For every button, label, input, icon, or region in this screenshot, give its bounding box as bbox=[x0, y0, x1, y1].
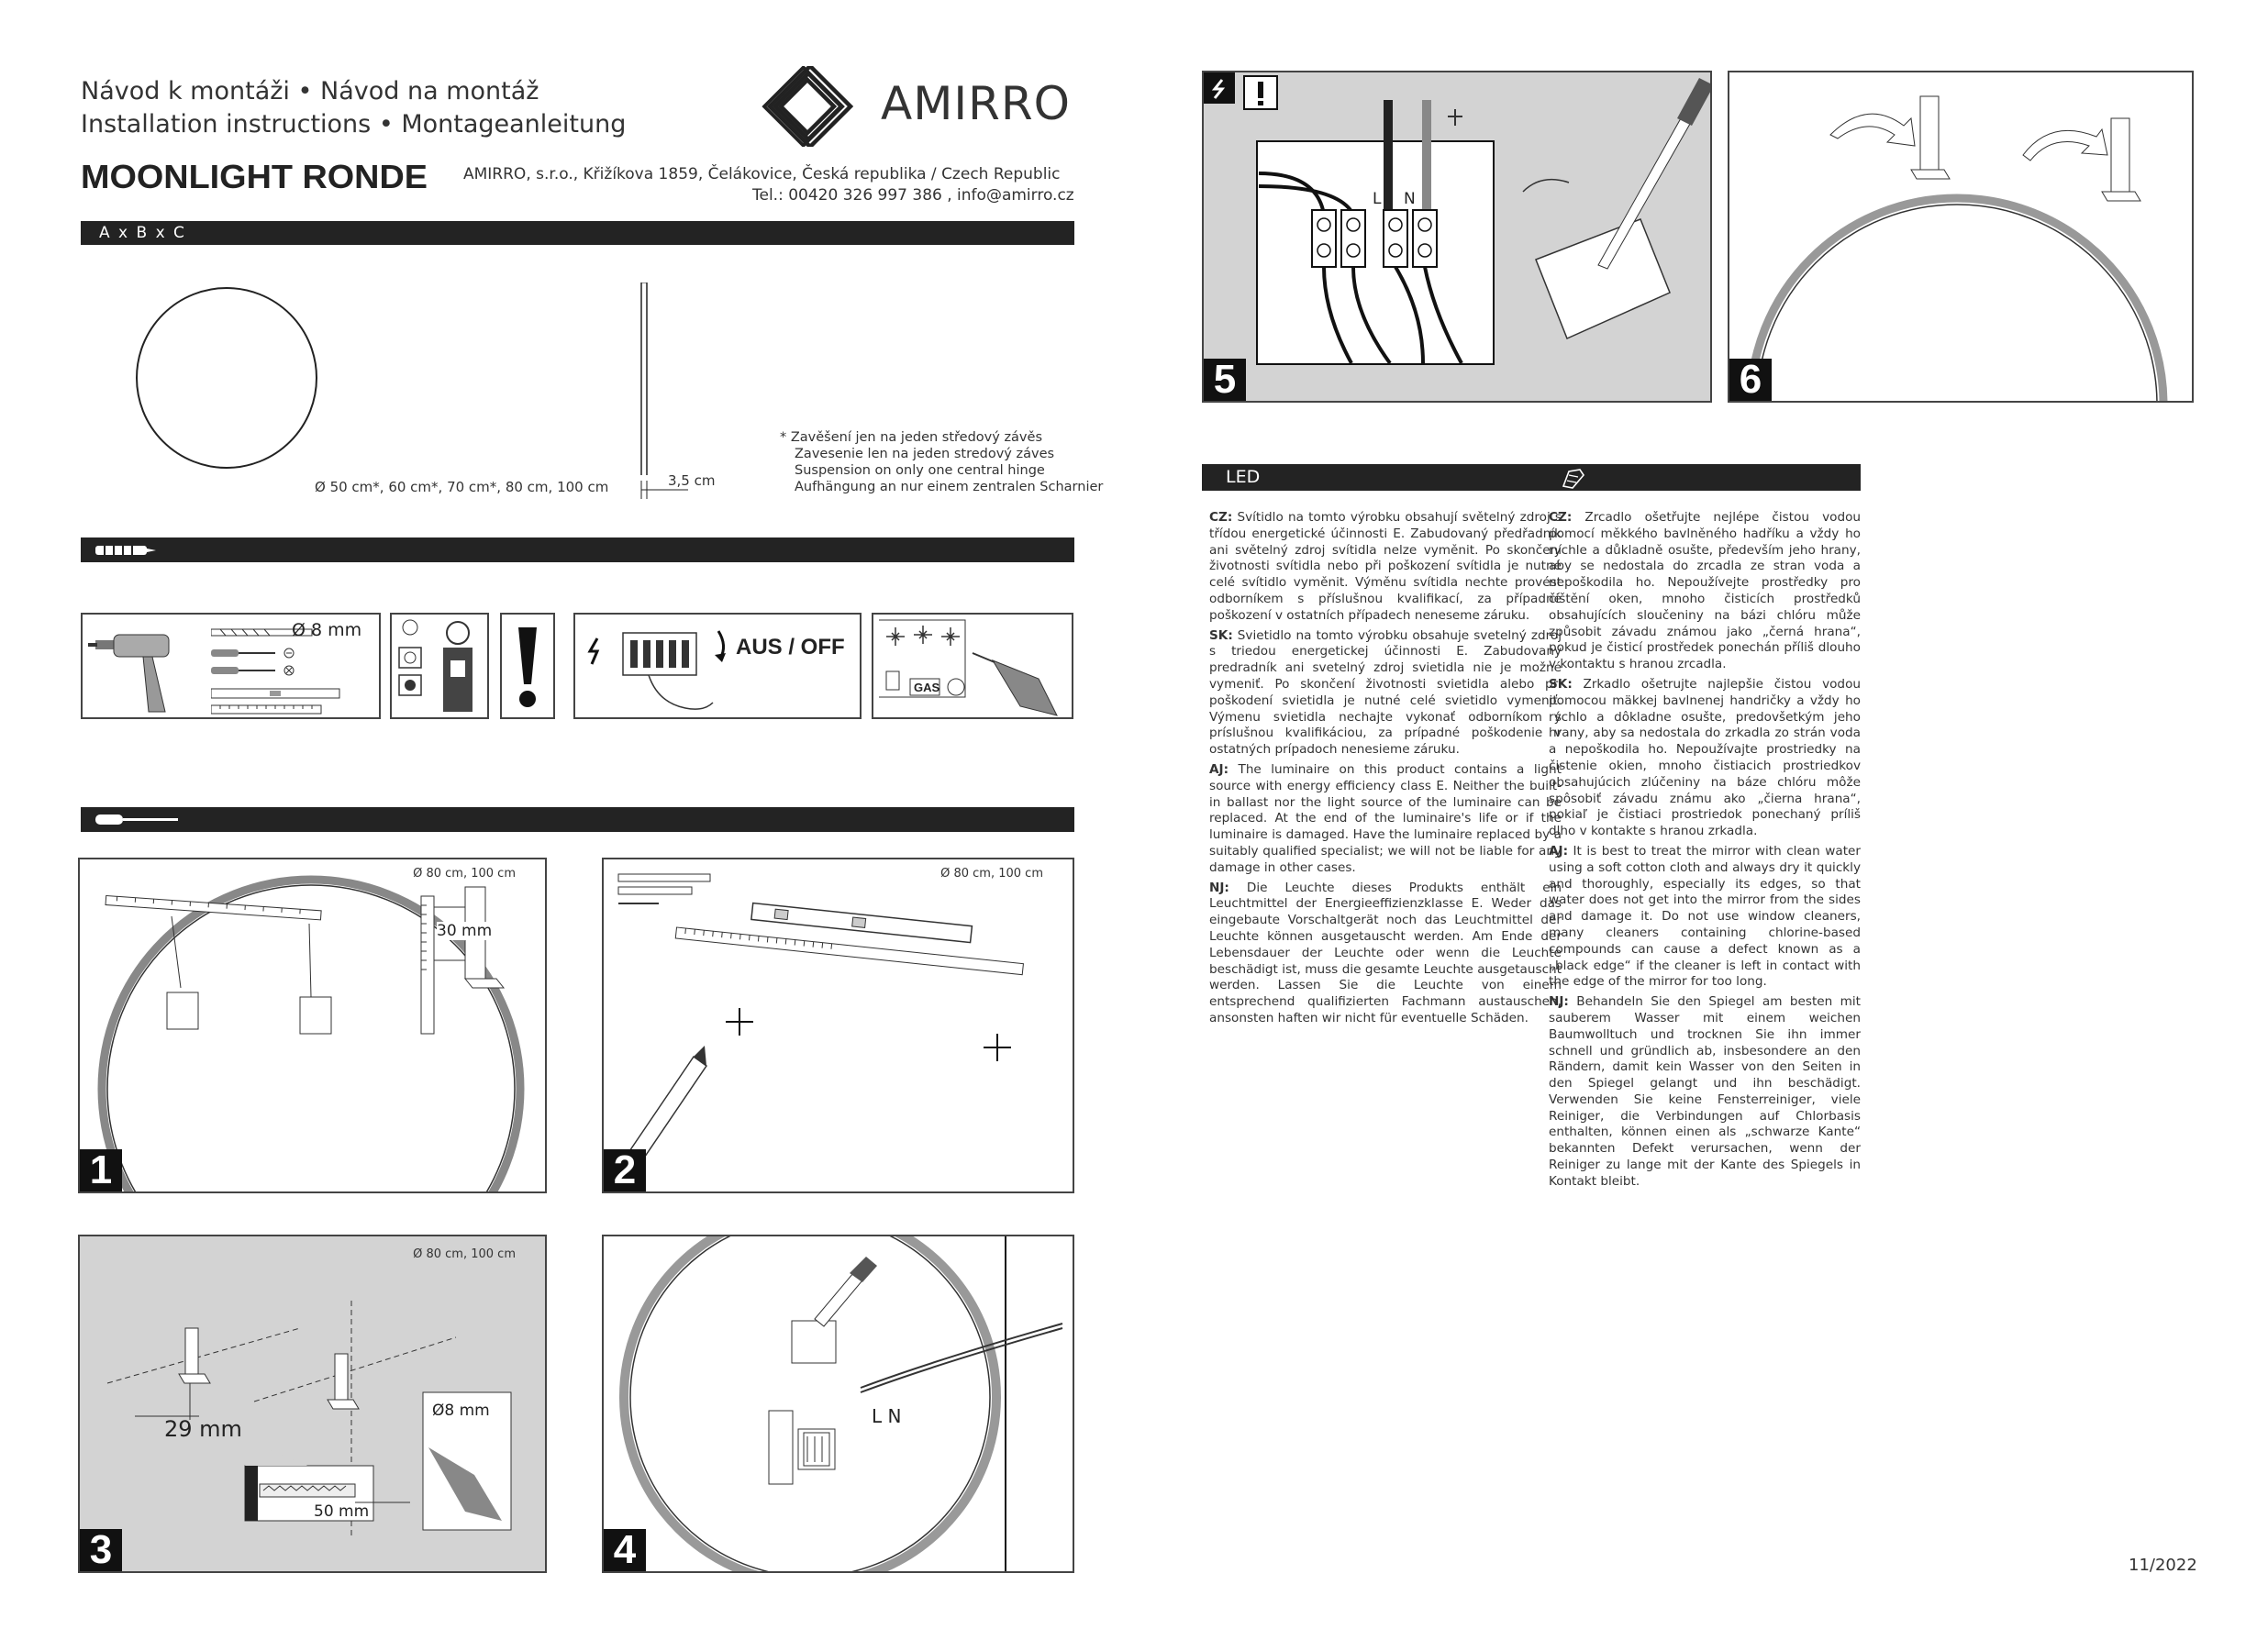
step-4-drawing bbox=[619, 1236, 1063, 1571]
screwdriver-flat-icon bbox=[211, 648, 295, 659]
led-paragraph-sk: SK: Svietidlo na tomto výrobku obsahuje … bbox=[1209, 627, 1562, 758]
sizes-label: Ø 50 cm*, 60 cm*, 70 cm*, 80 cm, 100 cm bbox=[315, 479, 609, 495]
step-3-panel: Ø 80 cm, 100 cm 29 mm Ø8 mm 50 mm 3 bbox=[78, 1235, 547, 1573]
hidden-lines-warning-icon bbox=[879, 619, 1058, 716]
power-off-panel: AUS / OFF bbox=[573, 613, 862, 719]
cleaning-icon bbox=[1562, 469, 1585, 489]
fusebox-icon bbox=[587, 632, 714, 710]
step-1-sizes: Ø 80 cm, 100 cm bbox=[413, 867, 516, 881]
step-5-n-label: N bbox=[1404, 190, 1416, 208]
hazard-panel: GAS bbox=[872, 613, 1073, 719]
led-paragraph-en: AJ: The luminaire on this product contai… bbox=[1209, 761, 1562, 875]
safety-gear-panel bbox=[390, 613, 489, 719]
step-3-sizes: Ø 80 cm, 100 cm bbox=[413, 1247, 516, 1261]
step-5-panel: L N 5 bbox=[1202, 71, 1712, 403]
step-6-number: 6 bbox=[1729, 359, 1772, 401]
dimensions-bar: A x B x C bbox=[81, 221, 1074, 245]
step-3-dim1-label: 29 mm bbox=[164, 1416, 242, 1442]
step-5-drawing bbox=[1204, 72, 1710, 365]
step-6-panel: 6 bbox=[1728, 71, 2194, 403]
brand-name: AMIRRO bbox=[881, 77, 1071, 130]
gas-label: GAS bbox=[914, 681, 940, 694]
step-3-number: 3 bbox=[80, 1529, 122, 1571]
step-2-drawing bbox=[617, 873, 1024, 1173]
hinge-note: * Zavěšení jen na jeden středový závěs Z… bbox=[780, 429, 1103, 495]
folding-ruler-icon bbox=[211, 704, 322, 715]
dimensions-bar-label: A x B x C bbox=[99, 224, 186, 242]
step-3-dim3-label: 50 mm bbox=[314, 1502, 370, 1521]
hinge-note-de: Aufhängung an nur einem zentralen Scharn… bbox=[795, 480, 1104, 494]
document-date: 11/2022 bbox=[2129, 1556, 2197, 1575]
step-1-number: 1 bbox=[80, 1149, 122, 1191]
header-line-2: Installation instructions • Montageanlei… bbox=[81, 110, 627, 139]
step-1-drawing bbox=[97, 875, 525, 1191]
screwdriver-cross-icon bbox=[211, 665, 295, 676]
drill-bit-icon bbox=[211, 628, 313, 637]
care-bar bbox=[1545, 464, 1861, 491]
header-line-1: Návod k montáži • Návod na montáž bbox=[81, 77, 539, 105]
care-paragraph-de: NJ: Behandeln Sie den Spiegel am besten … bbox=[1549, 994, 1861, 1189]
mirror-side-view bbox=[633, 283, 716, 503]
company-address: AMIRRO, s.r.o., Křižíkova 1859, Čelákovi… bbox=[463, 165, 1061, 183]
step-2-number: 2 bbox=[604, 1149, 646, 1191]
step-4-ln-label: L N bbox=[872, 1405, 902, 1427]
installation-bar bbox=[81, 807, 1074, 832]
led-text: CZ: Svítidlo na tomto výrobku obsahují s… bbox=[1209, 510, 1562, 1031]
led-paragraph-cz: CZ: Svítidlo na tomto výrobku obsahují s… bbox=[1209, 510, 1562, 623]
step-1-panel: Ø 80 cm, 100 cm 30 mm 1 bbox=[78, 858, 547, 1193]
wall-plug-icon bbox=[95, 546, 156, 555]
step-2-sizes: Ø 80 cm, 100 cm bbox=[940, 867, 1043, 881]
hinge-note-en: Suspension on only one central hinge bbox=[795, 463, 1045, 478]
screwdriver-icon bbox=[95, 814, 178, 825]
exclamation-icon bbox=[518, 627, 537, 707]
step-2-panel: Ø 80 cm, 100 cm 2 bbox=[602, 858, 1074, 1193]
aus-off-label: AUS / OFF bbox=[736, 635, 845, 659]
care-paragraph-cz: CZ: Zrcadlo ošetřujte nejlépe čistou vod… bbox=[1549, 510, 1861, 672]
tools-bar bbox=[81, 537, 1074, 562]
mirror-front-view bbox=[133, 284, 321, 472]
safety-gear-icon bbox=[398, 619, 472, 712]
care-text: CZ: Zrcadlo ošetřujte nejlépe čistou vod… bbox=[1549, 510, 1861, 1194]
spirit-level-icon bbox=[211, 688, 340, 699]
led-paragraph-de: NJ: Die Leuchte dieses Produkts enthält … bbox=[1209, 880, 1562, 1025]
step-1-dim-label: 30 mm bbox=[437, 922, 493, 940]
curved-arrow-icon bbox=[715, 630, 726, 662]
step-4-panel: L N 4 bbox=[602, 1235, 1074, 1573]
hinge-note-sk: Zavesenie len na jeden stredový záves bbox=[795, 447, 1055, 461]
drill-size-label: Ø 8 mm bbox=[292, 620, 362, 640]
step-6-drawing bbox=[1746, 95, 2168, 401]
step-5-number: 5 bbox=[1204, 359, 1246, 401]
amirro-logo-icon bbox=[748, 66, 867, 147]
step-4-number: 4 bbox=[604, 1529, 646, 1571]
step-5-l-label: L bbox=[1373, 190, 1382, 208]
warning-panel bbox=[500, 613, 555, 719]
care-paragraph-sk: SK: Zrkadlo ošetrujte najlepšie čistou v… bbox=[1549, 676, 1861, 839]
step-3-drawing bbox=[106, 1301, 512, 1539]
product-title: MOONLIGHT RONDE bbox=[81, 158, 428, 195]
drill-icon bbox=[88, 634, 170, 713]
led-bar-title: LED bbox=[1226, 467, 1261, 487]
hinge-note-cz: * Zavěšení jen na jeden středový závěs bbox=[780, 430, 1042, 445]
depth-label: 3,5 cm bbox=[668, 472, 716, 489]
care-paragraph-en: AJ: It is best to treat the mirror with … bbox=[1549, 843, 1861, 990]
company-contact: Tel.: 00420 326 997 386 , info@amirro.cz bbox=[752, 186, 1074, 205]
tools-panel: Ø 8 mm bbox=[81, 613, 381, 719]
step-3-dim2-label: Ø8 mm bbox=[432, 1402, 490, 1420]
led-bar: LED bbox=[1202, 464, 1562, 491]
